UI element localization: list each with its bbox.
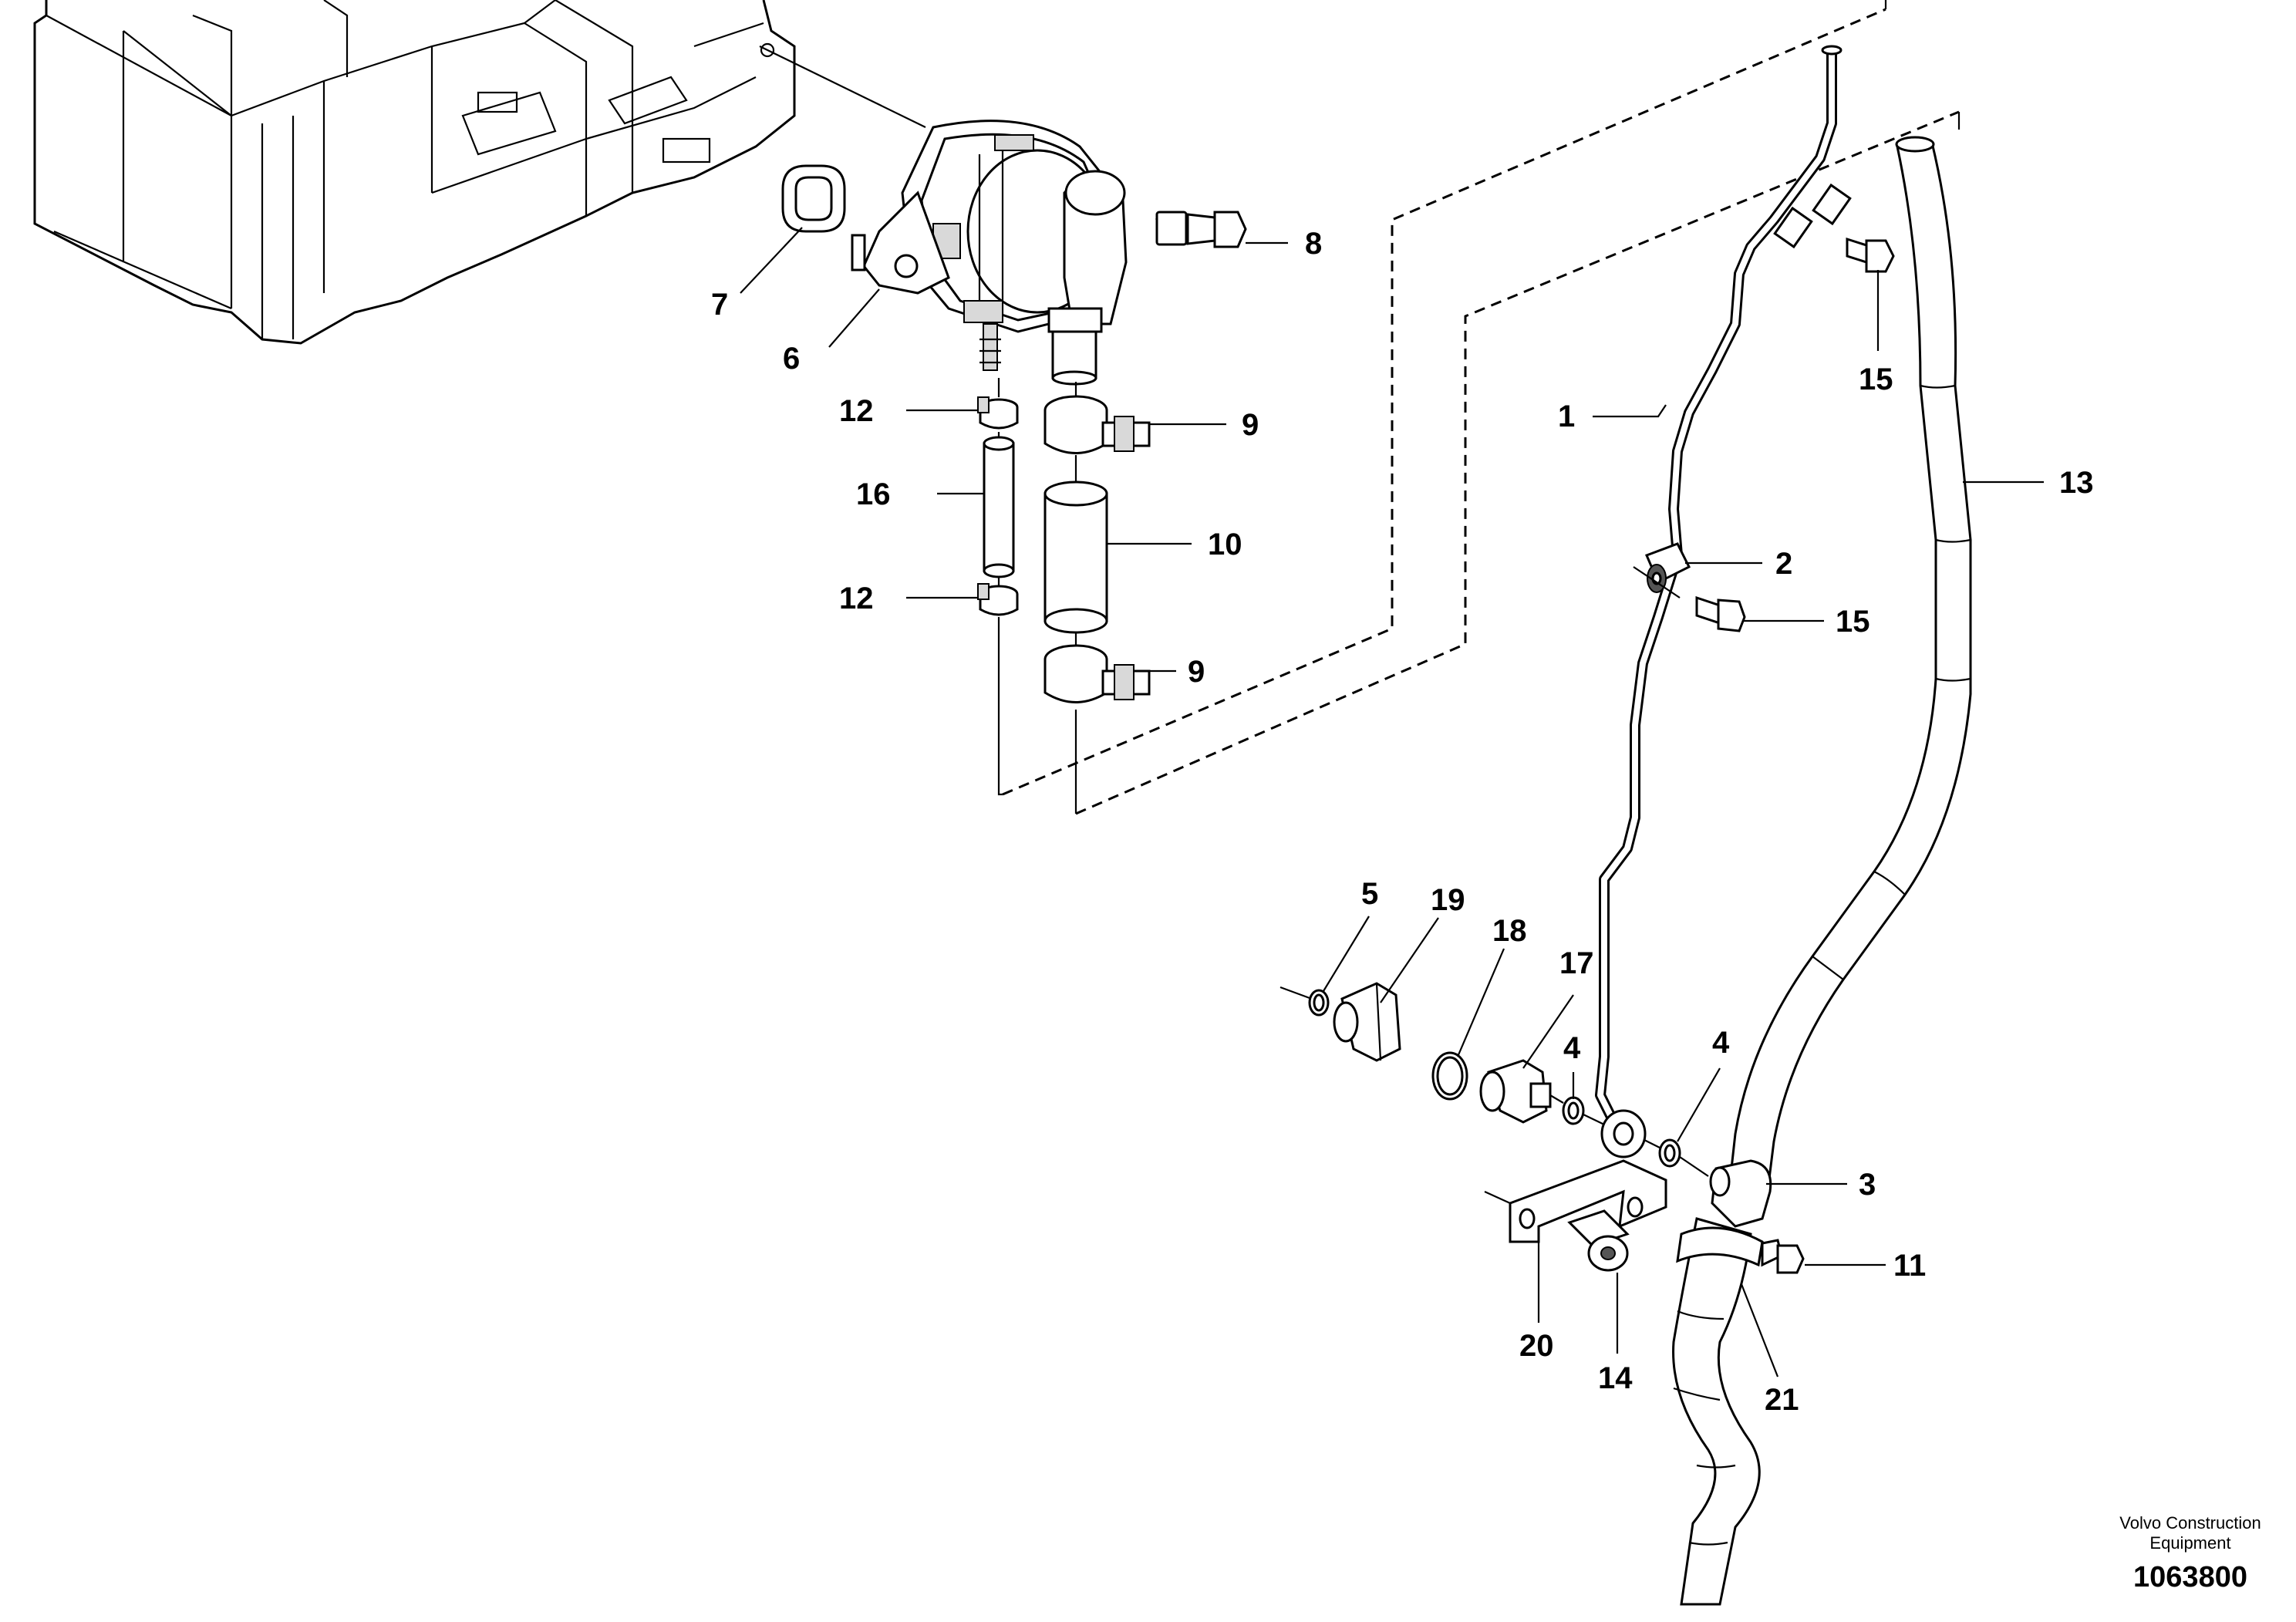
callout-15-mid: 15 — [1836, 605, 1870, 639]
washer-4-right — [1658, 1138, 1681, 1168]
callout-9-bottom: 9 — [1188, 655, 1205, 689]
drawing-number: 1063800 — [2133, 1561, 2247, 1593]
hose-clamp-11 — [1676, 1226, 1805, 1274]
callout-19: 19 — [1431, 883, 1465, 917]
gasket — [781, 164, 846, 233]
large-hose-13 — [1726, 136, 1972, 1205]
small-hose-16 — [983, 436, 1015, 578]
callout-17: 17 — [1559, 946, 1594, 980]
company-name-line-2: Equipment — [2149, 1533, 2230, 1553]
bracket-20 — [1484, 1159, 1667, 1243]
leader-lines — [740, 227, 2044, 1378]
company-name-line-1: Volvo Construction — [2119, 1513, 2261, 1533]
clamp-12-bottom — [977, 583, 1019, 616]
washer-4-left — [1562, 1096, 1585, 1125]
callout-9-top: 9 — [1242, 408, 1259, 442]
callout-10: 10 — [1208, 528, 1242, 561]
callout-18: 18 — [1492, 914, 1527, 948]
coolant-pipe-1 — [1595, 45, 1852, 1158]
callout-5: 5 — [1361, 877, 1378, 911]
bolt-14 — [1567, 1209, 1630, 1272]
bolt-15-mid — [1695, 595, 1746, 632]
callout-2: 2 — [1775, 547, 1792, 581]
elbow-fitting-3 — [1709, 1159, 1772, 1228]
lower-hose-21 — [1672, 1217, 1761, 1606]
callout-14: 14 — [1598, 1361, 1633, 1395]
auxiliary-water-pump — [851, 120, 1128, 386]
clamp-9-bottom — [1043, 644, 1151, 703]
o-ring-18 — [1431, 1051, 1468, 1101]
callout-1: 1 — [1558, 400, 1575, 433]
callout-4-left: 4 — [1563, 1031, 1581, 1065]
nut-19 — [1333, 982, 1401, 1062]
callout-16: 16 — [856, 477, 891, 511]
callout-12-bottom: 12 — [839, 582, 874, 615]
callout-4-right: 4 — [1712, 1026, 1730, 1060]
callout-7: 7 — [711, 288, 728, 322]
bolt-15-top — [1846, 237, 1895, 273]
callout-20: 20 — [1519, 1329, 1554, 1363]
o-ring-5 — [1279, 986, 1330, 1017]
callout-3: 3 — [1859, 1168, 1876, 1202]
bolt-8 — [1155, 211, 1247, 248]
callout-8: 8 — [1305, 227, 1322, 261]
callout-15-top: 15 — [1859, 363, 1893, 396]
callout-21: 21 — [1765, 1383, 1799, 1417]
clamp-9-top — [1043, 395, 1151, 454]
dashed-route-outer — [1002, 8, 1886, 796]
adapter-17 — [1479, 1059, 1552, 1124]
engine-housing — [33, 0, 796, 345]
clamp-12-top — [977, 396, 1019, 430]
callout-12-top: 12 — [839, 394, 874, 428]
pipe-clip-2 — [1633, 542, 1691, 599]
callout-11: 11 — [1893, 1249, 1926, 1283]
callout-6: 6 — [783, 342, 800, 376]
hose-10 — [1043, 481, 1108, 634]
dashed-route-inner — [1075, 110, 1960, 815]
callout-13: 13 — [2059, 466, 2094, 500]
